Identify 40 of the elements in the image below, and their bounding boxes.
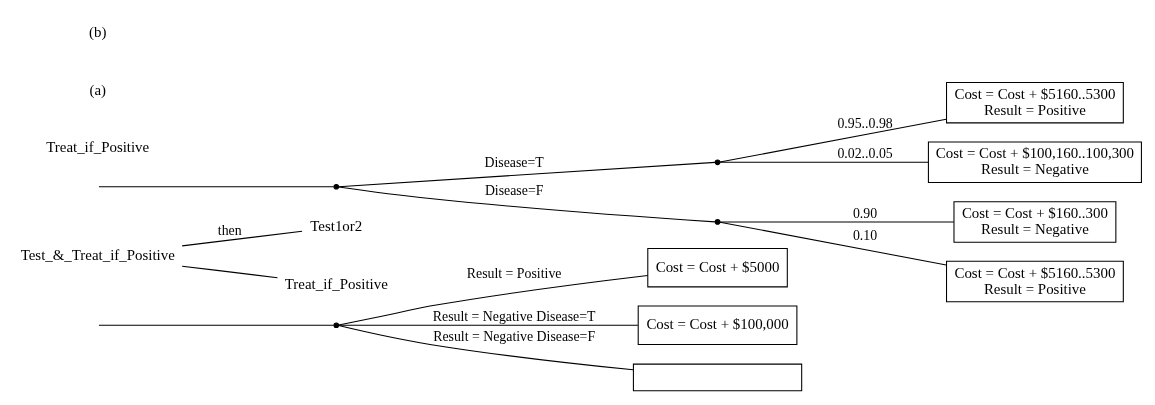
node-box: Cost = Cost + $5160..5300 Result = Positive — [946, 81, 1124, 124]
node-box: Cost = Cost + $100,160..100,300 Result = Negative — [927, 141, 1142, 184]
connector — [719, 161, 929, 163]
connector — [98, 324, 335, 326]
edge-label: Disease=F — [484, 182, 544, 198]
connector — [98, 186, 335, 188]
connector — [338, 186, 716, 223]
connector — [338, 325, 634, 371]
connector — [338, 161, 716, 188]
label: (b) — [89, 24, 107, 41]
node-box: Cost = Cost + $160..300 Result = Negative — [953, 201, 1117, 243]
connector — [338, 274, 649, 326]
edge-label: 0.10 — [852, 228, 878, 244]
edge-label: Result = Negative Disease=F — [433, 328, 596, 344]
node-text: Test_&_Treat_if_Positive — [20, 246, 175, 263]
edge-label: 0.95..0.98 — [837, 115, 893, 131]
node-text: Test1or2 — [310, 218, 363, 235]
node-box: Cost = Cost + $5160..5300 Result = Positive — [946, 260, 1124, 303]
connector — [719, 221, 955, 223]
connector — [338, 324, 639, 326]
node-point — [714, 219, 721, 225]
connector — [719, 118, 947, 163]
label: Treat_if_Positive — [46, 139, 150, 156]
node-box — [632, 363, 803, 392]
edge-label: 0.02..0.05 — [837, 146, 893, 162]
edge-label: Disease=T — [484, 154, 544, 170]
connector — [181, 265, 278, 279]
node-point — [333, 183, 340, 190]
edge-label: 0.90 — [852, 206, 878, 222]
node-box: Cost = Cost + $5000 — [647, 248, 788, 288]
node-text: Treat_if_Positive — [284, 275, 388, 292]
connector — [181, 230, 303, 247]
edge-label: then — [217, 223, 242, 239]
edge-label: Result = Positive — [466, 265, 562, 281]
connector — [719, 221, 947, 266]
edge-label: Result = Negative Disease=T — [432, 309, 596, 325]
label: (a) — [89, 81, 106, 98]
node-point — [333, 322, 340, 329]
node-point — [714, 159, 721, 166]
node-box: Cost = Cost + $100,000 — [637, 305, 798, 345]
